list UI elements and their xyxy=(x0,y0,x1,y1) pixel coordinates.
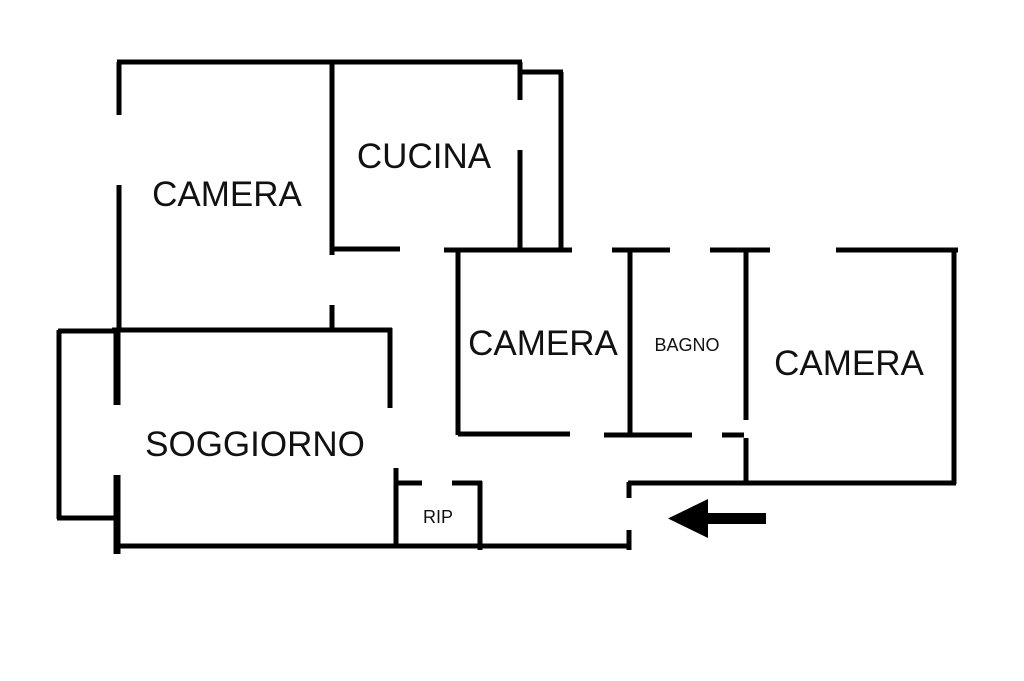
room-label-camera-east: CAMERA xyxy=(774,344,924,383)
room-label-cucina: CUCINA xyxy=(357,137,492,176)
room-label-camera-nw: CAMERA xyxy=(152,175,302,214)
room-label-soggiorno: SOGGIORNO xyxy=(145,425,365,464)
arrow-left-icon xyxy=(668,499,766,538)
room-label-bagno: BAGNO xyxy=(654,335,719,355)
room-label-rip: RIP xyxy=(423,507,453,527)
room-label-camera-center: CAMERA xyxy=(468,324,618,363)
walls xyxy=(56,59,958,554)
